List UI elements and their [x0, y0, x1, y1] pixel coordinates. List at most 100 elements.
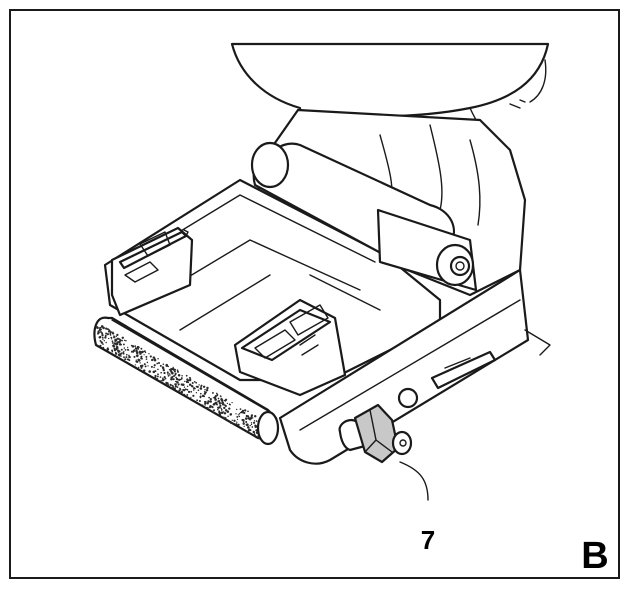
abrasive-dot: [99, 339, 102, 342]
abrasive-dot: [174, 384, 177, 387]
abrasive-dot: [236, 408, 238, 411]
abrasive-dot: [183, 386, 186, 388]
abrasive-dot: [106, 333, 109, 336]
abrasive-dot: [135, 359, 138, 361]
abrasive-dot: [170, 368, 173, 371]
abrasive-dot: [170, 378, 173, 381]
abrasive-dot: [174, 380, 177, 383]
abrasive-dot: [151, 358, 154, 361]
abrasive-dot: [188, 376, 191, 379]
abrasive-dot: [160, 379, 162, 382]
abrasive-dot: [101, 332, 104, 335]
abrasive-dot: [102, 326, 105, 330]
abrasive-dot: [218, 402, 221, 405]
abrasive-dot: [156, 362, 159, 365]
abrasive-dot: [221, 409, 223, 411]
abrasive-dot: [202, 385, 206, 389]
abrasive-dot: [196, 385, 199, 389]
abrasive-dot: [255, 420, 258, 422]
abrasive-dot: [152, 370, 156, 374]
abrasive-dot: [186, 393, 189, 396]
abrasive-dot: [128, 359, 131, 362]
abrasive-dot: [140, 347, 143, 350]
abrasive-dot: [214, 395, 217, 398]
abrasive-dot: [214, 398, 217, 401]
abrasive-dot: [223, 406, 226, 410]
abrasive-dot: [106, 328, 109, 331]
abrasive-dot: [154, 374, 157, 378]
abrasive-dot: [174, 374, 177, 376]
abrasive-dot: [224, 398, 228, 401]
abrasive-dot: [96, 326, 99, 330]
abrasive-dot: [141, 350, 145, 354]
abrasive-dot: [132, 351, 134, 353]
abrasive-dot: [253, 420, 256, 422]
abrasive-dot: [142, 369, 146, 372]
abrasive-dot: [217, 407, 220, 409]
abrasive-dot: [250, 423, 253, 426]
abrasive-dot: [148, 370, 151, 373]
abrasive-dot: [204, 388, 206, 391]
abrasive-dot: [109, 331, 112, 334]
abrasive-dot: [140, 366, 143, 369]
abrasive-dot: [219, 395, 222, 397]
abrasive-dot: [223, 417, 225, 420]
abrasive-dot: [213, 409, 215, 412]
abrasive-dot: [103, 340, 105, 342]
abrasive-dot: [188, 383, 192, 386]
abrasive-dot: [105, 332, 108, 335]
abrasive-dot: [194, 387, 196, 390]
abrasive-dot: [217, 397, 220, 400]
abrasive-dot: [157, 368, 159, 371]
abrasive-dot: [236, 418, 239, 421]
abrasive-dot: [125, 356, 128, 359]
abrasive-dot: [205, 389, 209, 392]
abrasive-dot: [123, 339, 126, 342]
abrasive-dot: [110, 336, 113, 339]
abrasive-dot: [193, 389, 195, 391]
abrasive-dot: [191, 382, 194, 384]
abrasive-dot: [243, 411, 246, 415]
abrasive-dot: [111, 344, 114, 347]
abrasive-dot: [131, 345, 135, 348]
abrasive-texture: [96, 325, 260, 439]
abrasive-dot: [190, 396, 192, 399]
abrasive-dot: [199, 395, 202, 398]
abrasive-dot: [137, 348, 140, 350]
abrasive-dot: [236, 421, 238, 423]
abrasive-dot: [144, 365, 147, 368]
abrasive-dot: [134, 345, 137, 347]
abrasive-dot: [124, 358, 127, 361]
abrasive-dot: [176, 370, 180, 373]
abrasive-dot: [237, 414, 239, 416]
abrasive-dot: [245, 421, 248, 423]
abrasive-dot: [99, 331, 102, 333]
abrasive-dot: [253, 433, 256, 435]
abrasive-dot: [171, 367, 175, 371]
abrasive-dot: [105, 327, 108, 330]
abrasive-dot: [186, 378, 189, 381]
abrasive-dot: [119, 339, 122, 342]
abrasive-dot: [192, 394, 195, 397]
abrasive-dot: [244, 409, 247, 412]
abrasive-dot: [121, 339, 123, 342]
abrasive-dot: [244, 417, 248, 420]
abrasive-dot: [138, 346, 140, 349]
abrasive-dot: [172, 378, 175, 381]
abrasive-dot: [252, 417, 254, 419]
abrasive-dot: [156, 377, 159, 380]
abrasive-dot: [254, 424, 256, 426]
abrasive-dot: [165, 363, 168, 367]
abrasive-dot: [123, 347, 126, 349]
abrasive-dot: [120, 343, 122, 346]
abrasive-dot: [167, 382, 169, 385]
abrasive-dot: [112, 341, 114, 344]
abrasive-dot: [128, 354, 130, 357]
abrasive-dot: [167, 373, 169, 375]
abrasive-dot: [111, 332, 115, 335]
abrasive-dot: [225, 419, 227, 421]
abrasive-dot: [146, 361, 149, 364]
abrasive-dot: [238, 413, 241, 415]
abrasive-dot: [159, 376, 162, 378]
abrasive-dot: [212, 397, 214, 399]
